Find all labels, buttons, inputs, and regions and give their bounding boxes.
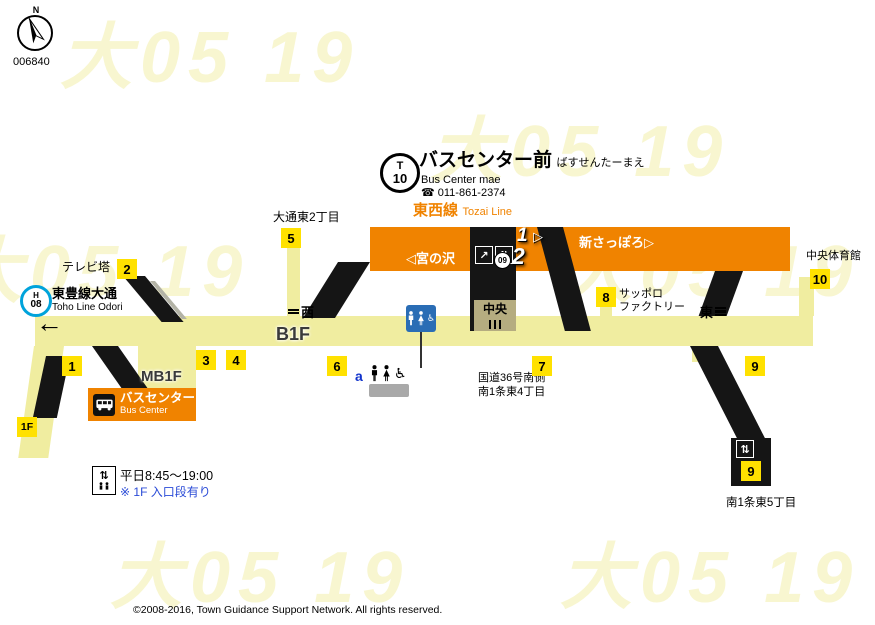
elevator-arrows-icon: ⇅: [99, 470, 109, 482]
platform-number-1: 1: [517, 225, 528, 246]
station-number-badge: T 10: [380, 153, 420, 193]
gate-bars-icon: [487, 318, 503, 332]
label-chuo-taiikukan: 中央体育館: [806, 250, 861, 262]
label-route36: 国道36号南側: [478, 372, 546, 384]
toho-name-en: Toho Line Odori: [52, 302, 123, 313]
label-odori-higashi2: 大通東2丁目: [273, 210, 340, 224]
point-a-label: a: [355, 368, 363, 384]
exit-8-badge: 8: [596, 287, 616, 307]
label-tv-tower: テレビ塔: [62, 260, 111, 274]
line-name-ja: 東西線: [413, 202, 459, 219]
direction-miyanosawa: ◁宮の沢: [406, 251, 455, 266]
tozai-platform: [370, 227, 790, 271]
gate-bars-icon: [288, 307, 299, 316]
gate-east: 東: [700, 302, 727, 321]
line-letter: T: [396, 160, 404, 172]
gate-west: 西: [288, 302, 314, 321]
neighbor-station-badge: 09: [494, 252, 511, 269]
exit-7-badge: 7: [532, 356, 552, 376]
station-name-ja: バスセンター前: [419, 150, 553, 171]
exit-6-badge: 6: [327, 356, 347, 376]
accessible-toilet-sign: ♿: [406, 305, 436, 332]
entrance-step-note: ※ 1F 入口段有り: [120, 485, 211, 499]
map-code: 006840: [13, 56, 50, 68]
direction-shin-sapporo: 新さっぽろ▷: [579, 235, 654, 250]
station-title: バスセンター前 ばすせんたーまえ: [419, 150, 644, 172]
compass: N: [12, 4, 58, 59]
toho-line-letter: H: [33, 291, 39, 300]
gate-east-label: 東: [700, 305, 714, 320]
exit9-elevator: ⇅: [736, 440, 754, 458]
copyright: ©2008-2016, Town Guidance Support Networ…: [133, 604, 443, 616]
exit-10-badge: 10: [810, 269, 830, 289]
toho-name-ja: 東豊線大通: [52, 286, 118, 301]
line-title: 東西線 Tozai Line: [413, 202, 512, 220]
elevator-icon: ⇅: [92, 466, 116, 495]
gate-west-label: 西: [301, 305, 315, 320]
exit-5-badge: 5: [281, 228, 301, 248]
passage-to-mb1f: [138, 346, 196, 388]
bus-center-box: バスセンター Bus Center: [88, 388, 196, 421]
platform-1-arrow-icon: ▷: [533, 229, 543, 244]
gate-bars-icon: [715, 305, 727, 318]
exit-3-badge: 3: [196, 350, 216, 370]
escalator-icon: ↗: [475, 246, 493, 264]
wheelchair-icon: ♿: [426, 313, 436, 323]
man-icon: [371, 365, 378, 382]
woman-icon: [383, 365, 390, 382]
label-sapporo-factory-2: ファクトリー: [619, 301, 685, 313]
toho-station-badge: H 08: [20, 285, 52, 317]
label-minami1-higashi4: 南1条東4丁目: [478, 386, 546, 398]
man-icon: [408, 311, 414, 326]
elevator-hours: 平日8:45〜19:00: [120, 469, 214, 483]
passage-to-exit-8: [600, 307, 612, 316]
compass-n-label: N: [33, 5, 40, 15]
toilet-area-box: [369, 384, 409, 397]
exit-2-badge: 2: [117, 259, 137, 279]
exit-1f-badge: 1F: [17, 417, 37, 437]
station-name-kana: ばすせんたーまえ: [556, 157, 645, 169]
watermark: 大05 19: [110, 538, 411, 618]
gate-center-label: 中央: [482, 301, 507, 316]
woman-icon: [418, 311, 424, 326]
label-minami1-higashi5: 南1条東5丁目: [726, 497, 797, 509]
station-name-en: Bus Center mae: [421, 174, 501, 186]
exit-1-badge: 1: [62, 356, 82, 376]
wheelchair-icon: ♿: [394, 365, 407, 381]
level-label-mb1f: MB1F: [141, 368, 182, 385]
station-number: 10: [392, 171, 408, 186]
line-name-en: Tozai Line: [462, 206, 513, 218]
label-sapporo-factory-1: サッポロ: [619, 288, 663, 300]
watermark: 大05 19: [560, 538, 861, 618]
gate-center: 中央: [474, 300, 516, 331]
compass-icon: N: [17, 5, 53, 51]
bus-center-name-en: Bus Center: [120, 405, 168, 417]
exit-4-badge: 4: [226, 350, 246, 370]
station-phone: ☎ 011-861-2374: [421, 187, 506, 199]
passage-to-exit-5: [287, 246, 300, 316]
watermark: 大05 19: [60, 18, 361, 98]
toilet-icons: ♿: [370, 365, 407, 382]
platform-number-2: 2: [512, 243, 525, 269]
elevator-people-icon: [99, 482, 109, 490]
sign-connector-line: [420, 331, 422, 368]
bus-center-name-ja: バスセンター: [120, 391, 196, 406]
bus-icon: [93, 393, 115, 416]
toho-station-number: 08: [30, 299, 42, 310]
watermark: 大05 19: [430, 112, 731, 192]
elevator-icon: ⇅: [736, 440, 754, 458]
exit-9-street-badge: 9: [741, 461, 761, 481]
exit-9-badge: 9: [745, 356, 765, 376]
level-label-b1f: B1F: [276, 324, 311, 344]
